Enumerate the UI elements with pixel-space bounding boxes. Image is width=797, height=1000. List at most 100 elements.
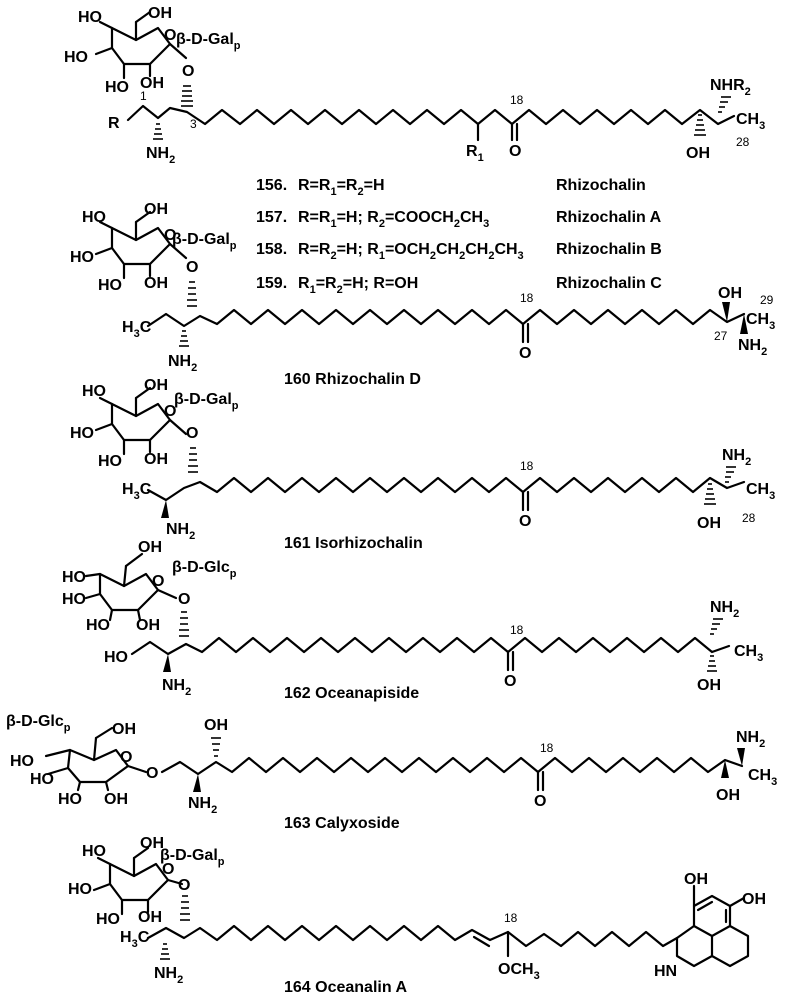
ring-oxygen: O	[120, 749, 132, 766]
nh2-atom: NH2	[710, 599, 739, 620]
nhr2-atom: NHR2	[710, 77, 751, 98]
nh2-atom: NH2	[162, 677, 191, 698]
locant-18: 18	[504, 911, 518, 925]
oh-atom: OH	[686, 145, 710, 162]
svg-text:157.: 157.	[256, 209, 287, 226]
glycosidic-oxygen: O	[146, 765, 158, 782]
structure-calyxoside-163: β-D-Glcp OH HO HO HO OH O O NH2 OH O 18 …	[6, 713, 777, 816]
compound-158: 158. R=R2=H; R1=OCH2CH2CH2CH3 Rhizochali…	[256, 241, 662, 262]
hn-atom: HN	[654, 963, 677, 980]
ho-atom: HO	[82, 383, 106, 400]
ho-atom: HO	[68, 881, 92, 898]
nh2-atom: NH2	[738, 337, 767, 358]
h3c-atom: H3C	[122, 319, 152, 340]
r1-atom: R1	[466, 143, 484, 164]
ch3-atom: CH3	[746, 481, 775, 502]
svg-text:R=R2=H; R1=OCH2CH2CH2CH3: R=R2=H; R1=OCH2CH2CH2CH3	[298, 241, 524, 262]
oh-atom: OH	[138, 909, 162, 926]
ho-atom: HO	[10, 753, 34, 770]
locant-29: 29	[760, 293, 774, 307]
ho-atom: HO	[98, 277, 122, 294]
oh-atom: OH	[204, 717, 228, 734]
oh-atom: OH	[144, 201, 168, 218]
caption-163: 163 Calyxoside	[284, 815, 400, 832]
ho-atom: HO	[70, 249, 94, 266]
nh2-atom: NH2	[154, 965, 183, 986]
nh2-atom: NH2	[736, 729, 765, 750]
ch3-atom: CH3	[736, 111, 765, 132]
compound-156: 156. R=R1=R2=H Rhizochalin	[256, 177, 646, 198]
caption-164: 164 Oceanalin A	[284, 979, 407, 996]
ho-atom: HO	[62, 569, 86, 586]
oh-atom: OH	[148, 5, 172, 22]
caption-160: 160 Rhizochalin D	[284, 371, 421, 388]
glycosidic-oxygen: O	[186, 425, 198, 442]
ho-atom: HO	[86, 617, 110, 634]
oh-atom: OH	[138, 539, 162, 556]
svg-text:Rhizochalin C: Rhizochalin C	[556, 275, 662, 292]
ome-atom: OCH3	[498, 961, 540, 982]
sugar-label: β-D-Galp	[172, 231, 237, 252]
svg-text:156.: 156.	[256, 177, 287, 194]
nh2-atom: NH2	[146, 145, 175, 166]
locant-28: 28	[736, 135, 750, 149]
structure-rhizochalin-d-160: HO OH HO HO OH O O β-D-Galp H3C NH2 O 18…	[70, 201, 775, 374]
structure-oceanapiside-162: OH HO HO HO OH O O β-D-Glcp HO NH2 O 18 …	[62, 539, 763, 698]
oh-atom: OH	[718, 285, 742, 302]
locant-27: 27	[714, 329, 728, 343]
structure-oceanalin-a-164: HO OH HO HO OH O O β-D-Galp H3C NH2 OCH3…	[68, 835, 766, 986]
ring-oxygen: O	[164, 227, 176, 244]
caption-162: 162 Oceanapiside	[284, 685, 419, 702]
oh-atom: OH	[697, 677, 721, 694]
locant-18: 18	[540, 741, 554, 755]
h3c-atom: H3C	[120, 929, 150, 950]
oh-atom: OH	[742, 891, 766, 908]
compound-list: 156. R=R1=R2=H Rhizochalin 157. R=R1=H; …	[256, 177, 662, 296]
ch3-atom: CH3	[746, 311, 775, 332]
structure-isorhizochalin-161: HO OH HO HO OH O O β-D-Galp H3C NH2 O 18…	[70, 377, 775, 542]
ho-atom: HO	[105, 79, 129, 96]
svg-text:R1=R2=H; R=OH: R1=R2=H; R=OH	[298, 275, 418, 296]
ch3-atom: CH3	[748, 767, 777, 788]
nh2-atom: NH2	[722, 447, 751, 468]
oh-atom: OH	[144, 451, 168, 468]
oh-atom: OH	[140, 75, 164, 92]
oh-atom: OH	[144, 275, 168, 292]
ring-oxygen: O	[164, 403, 176, 420]
structure-rhizochalin-156-159: HO OH HO HO OH O O β-D-Galp R NH2 1 3 R	[64, 5, 765, 166]
ketone-oxygen: O	[534, 793, 546, 810]
ho-atom: HO	[58, 791, 82, 808]
ch3-atom: CH3	[734, 643, 763, 664]
ketone-oxygen: O	[519, 345, 531, 362]
glycosidic-oxygen: O	[182, 63, 194, 80]
nh2-atom: NH2	[188, 795, 217, 816]
oh-atom: OH	[136, 617, 160, 634]
ho-atom: HO	[30, 771, 54, 788]
ho-atom: HO	[104, 649, 128, 666]
locant-18: 18	[520, 291, 534, 305]
glycosidic-oxygen: O	[186, 259, 198, 276]
ho-atom: HO	[62, 591, 86, 608]
ketone-oxygen: O	[504, 673, 516, 690]
locant-1: 1	[140, 89, 147, 103]
ho-atom: HO	[78, 9, 102, 26]
locant-18: 18	[510, 623, 524, 637]
ho-atom: HO	[98, 453, 122, 470]
nh2-atom: NH2	[168, 353, 197, 374]
sugar-label: β-D-Galp	[174, 391, 239, 412]
compound-157: 157. R=R1=H; R2=COOCH2CH3 Rhizochalin A	[256, 209, 662, 230]
svg-text:Rhizochalin: Rhizochalin	[556, 177, 646, 194]
nh2-atom: NH2	[166, 521, 195, 542]
ring-oxygen: O	[162, 861, 174, 878]
oh-atom: OH	[112, 721, 136, 738]
glycosidic-oxygen: O	[178, 591, 190, 608]
ho-atom: HO	[82, 843, 106, 860]
oh-atom: OH	[697, 515, 721, 532]
r-atom: R	[108, 115, 120, 132]
svg-text:Rhizochalin B: Rhizochalin B	[556, 241, 662, 258]
locant-18: 18	[520, 459, 534, 473]
h3c-atom: H3C	[122, 481, 152, 502]
sugar-label: β-D-Glcp	[6, 713, 71, 734]
glycosidic-oxygen: O	[178, 877, 190, 894]
svg-text:158.: 158.	[256, 241, 287, 258]
